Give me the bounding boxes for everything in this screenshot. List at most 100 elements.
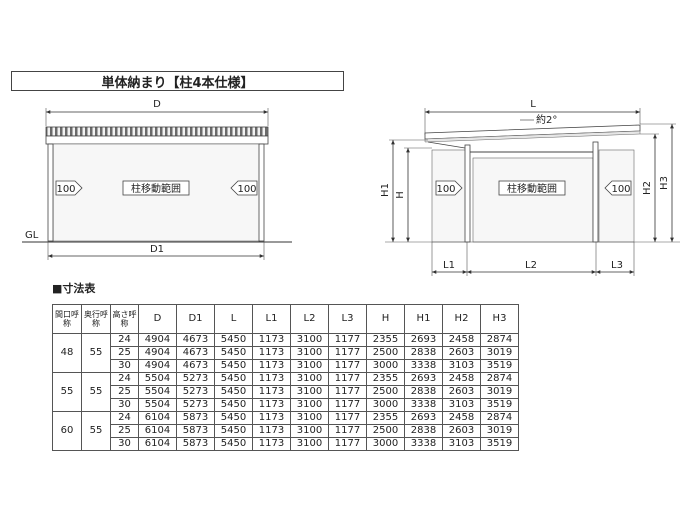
table-cell: 5450 bbox=[214, 346, 253, 360]
table-cell: 2693 bbox=[404, 411, 443, 425]
table-cell: 1177 bbox=[328, 333, 367, 347]
table-cell: 3019 bbox=[480, 346, 519, 360]
header-cell: L1 bbox=[252, 304, 291, 334]
table-cell: 3103 bbox=[442, 359, 481, 373]
table-cell: 2355 bbox=[366, 411, 405, 425]
depth-cell: 55 bbox=[81, 411, 111, 451]
table-cell: 2500 bbox=[366, 346, 405, 360]
dim-h1-label: H1 bbox=[380, 183, 391, 197]
table-cell: 1173 bbox=[252, 372, 291, 386]
roof-gutter bbox=[45, 135, 269, 145]
left-100-arrow bbox=[55, 180, 83, 196]
table-cell: 6104 bbox=[138, 424, 177, 438]
table-cell: 5450 bbox=[214, 437, 253, 451]
table-cell: 4673 bbox=[176, 346, 215, 360]
dim-d1-label: D1 bbox=[150, 244, 164, 255]
width-cell: 60 bbox=[52, 411, 82, 451]
table-cell: 5873 bbox=[176, 411, 215, 425]
table-cell: 4673 bbox=[176, 333, 215, 347]
dim-l3-label: L3 bbox=[611, 260, 623, 271]
table-cell: 5873 bbox=[176, 437, 215, 451]
table-cell: 30 bbox=[110, 398, 139, 412]
table-cell: 6104 bbox=[138, 437, 177, 451]
right-sub-area bbox=[598, 149, 635, 243]
table-cell: 5450 bbox=[214, 398, 253, 412]
table-cell: 1177 bbox=[328, 346, 367, 360]
header-cell: L bbox=[214, 304, 253, 334]
page-title: 単体納まり【柱4本仕様】 bbox=[11, 71, 344, 91]
table-cell: 1173 bbox=[252, 437, 291, 451]
table-cell: 3000 bbox=[366, 359, 405, 373]
table-cell: 1173 bbox=[252, 385, 291, 399]
table-cell: 3100 bbox=[290, 372, 329, 386]
side-left-100-label: 100 bbox=[436, 184, 455, 195]
table-cell: 4904 bbox=[138, 333, 177, 347]
table-cell: 3100 bbox=[290, 437, 329, 451]
table-cell: 3000 bbox=[366, 398, 405, 412]
header-cell: H1 bbox=[404, 304, 443, 334]
table-cell: 2500 bbox=[366, 424, 405, 438]
header-cell: 高さ呼称 bbox=[110, 304, 139, 334]
table-cell: 3019 bbox=[480, 385, 519, 399]
side-column-range-area bbox=[472, 157, 594, 243]
table-cell: 1177 bbox=[328, 437, 367, 451]
dim-l-label: L bbox=[530, 99, 536, 110]
header-cell: H bbox=[366, 304, 405, 334]
width-cell: 55 bbox=[52, 372, 82, 412]
table-cell: 2458 bbox=[442, 372, 481, 386]
table-cell: 2838 bbox=[404, 424, 443, 438]
table-cell: 24 bbox=[110, 372, 139, 386]
table-cell: 5450 bbox=[214, 372, 253, 386]
table-cell: 2874 bbox=[480, 372, 519, 386]
column-range-box bbox=[122, 180, 190, 196]
slope-label: 約2° bbox=[536, 113, 557, 126]
table-cell: 5504 bbox=[138, 372, 177, 386]
table-cell: 2693 bbox=[404, 333, 443, 347]
table-cell: 2603 bbox=[442, 346, 481, 360]
table-cell: 5273 bbox=[176, 398, 215, 412]
table-cell: 1177 bbox=[328, 398, 367, 412]
table-cell: 3100 bbox=[290, 346, 329, 360]
table-cell: 5504 bbox=[138, 385, 177, 399]
side-right-100-label: 100 bbox=[611, 184, 630, 195]
header-cell: 奥行呼称 bbox=[81, 304, 111, 334]
table-cell: 3100 bbox=[290, 411, 329, 425]
table-cell: 1177 bbox=[328, 372, 367, 386]
roof-corrugation bbox=[45, 126, 269, 137]
right-100-arrow bbox=[230, 180, 258, 196]
table-cell: 1173 bbox=[252, 398, 291, 412]
diagram-drawing: D GL D1 100 100 柱移動範囲 L 約2° bbox=[22, 99, 680, 276]
table-cell: 2603 bbox=[442, 424, 481, 438]
table-cell: 3338 bbox=[404, 359, 443, 373]
table-title: ■寸法表 bbox=[52, 282, 96, 295]
side-left-column bbox=[464, 144, 471, 243]
table-cell: 3519 bbox=[480, 398, 519, 412]
table-cell: 5504 bbox=[138, 398, 177, 412]
table-cell: 3519 bbox=[480, 359, 519, 373]
table-cell: 3100 bbox=[290, 385, 329, 399]
table-cell: 5450 bbox=[214, 385, 253, 399]
table-cell: 3019 bbox=[480, 424, 519, 438]
table-cell: 1177 bbox=[328, 411, 367, 425]
table-cell: 2355 bbox=[366, 333, 405, 347]
header-cell: H3 bbox=[480, 304, 519, 334]
width-cell: 48 bbox=[52, 333, 82, 373]
table-cell: 25 bbox=[110, 424, 139, 438]
header-cell: D1 bbox=[176, 304, 215, 334]
table-cell: 6104 bbox=[138, 411, 177, 425]
side-column-range-box bbox=[498, 180, 566, 196]
table-cell: 30 bbox=[110, 437, 139, 451]
table-cell: 3100 bbox=[290, 424, 329, 438]
header-cell: H2 bbox=[442, 304, 481, 334]
table-cell: 2838 bbox=[404, 385, 443, 399]
table-cell: 2458 bbox=[442, 333, 481, 347]
right-column bbox=[258, 143, 265, 242]
dim-d-label: D bbox=[153, 99, 161, 110]
